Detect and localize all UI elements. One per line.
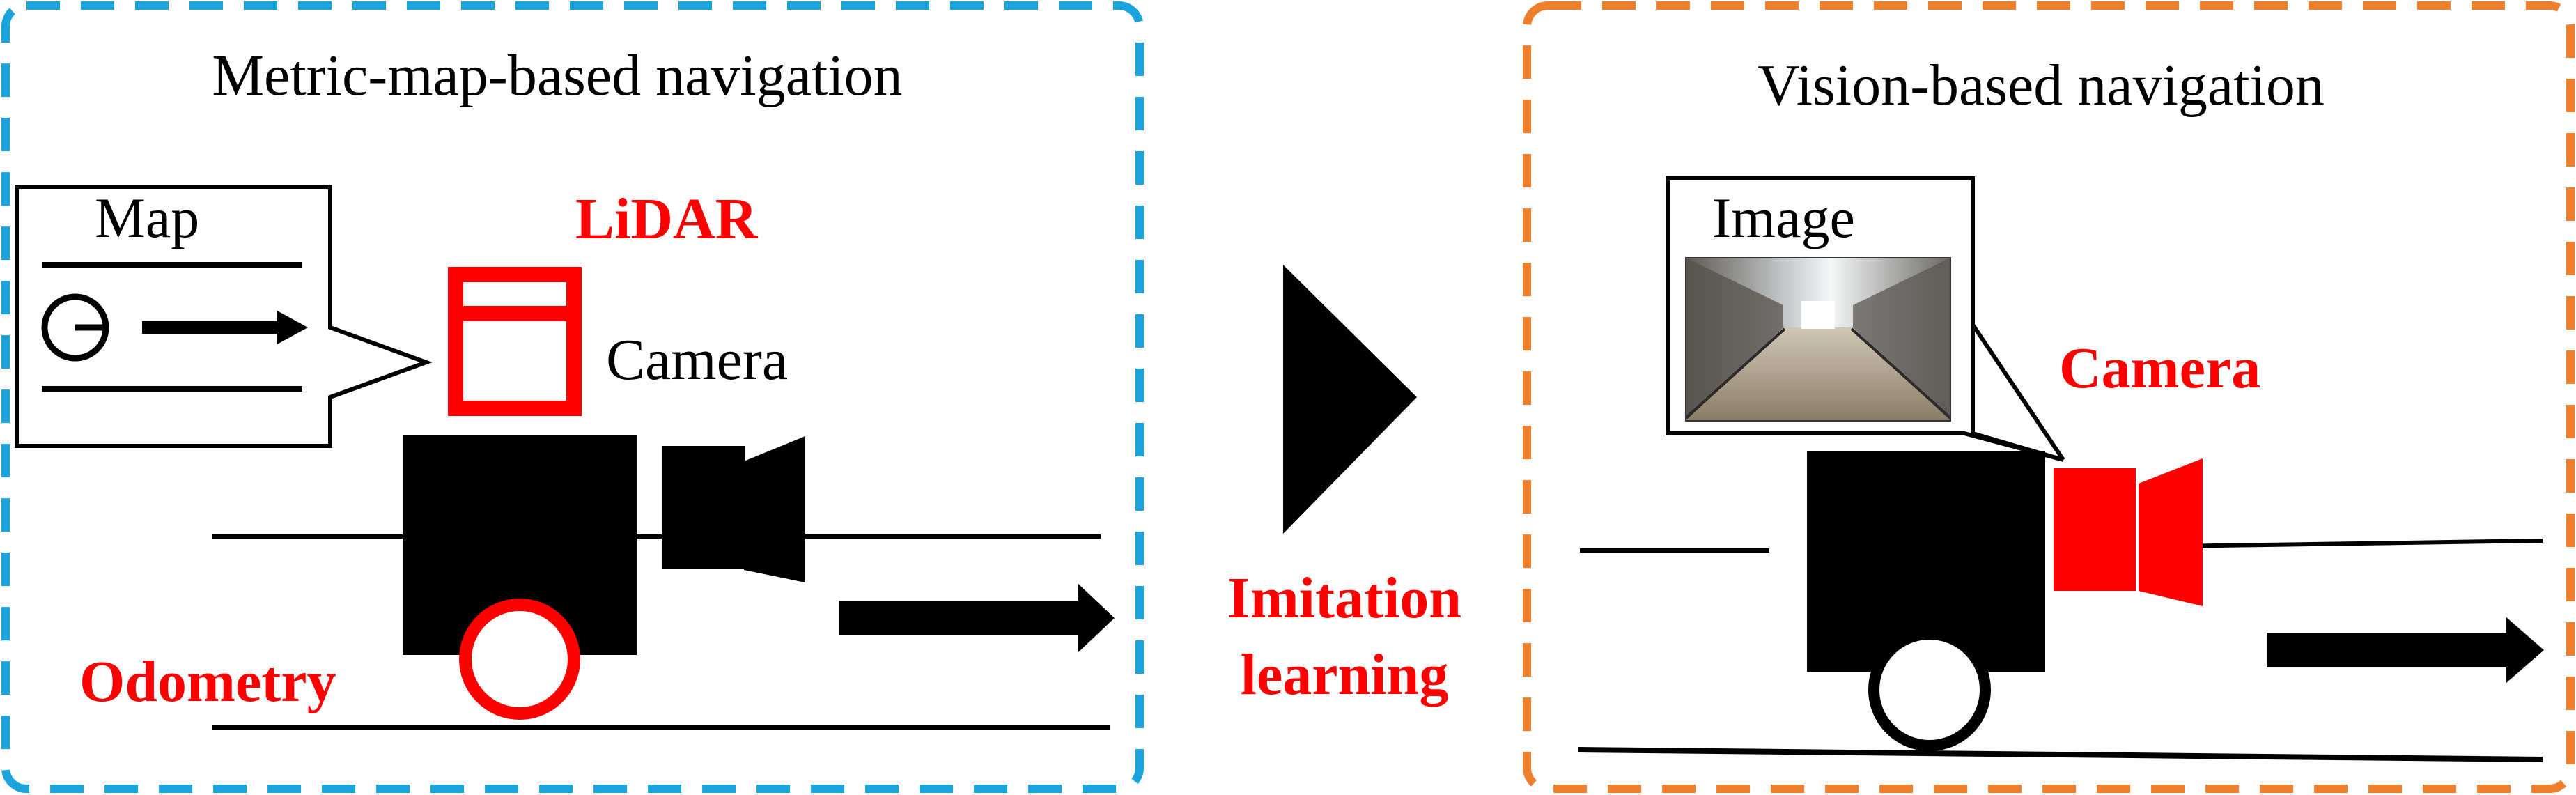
left-camera-icon xyxy=(662,436,805,582)
right-lower-line xyxy=(1578,747,2543,762)
transition-arrow-head xyxy=(1283,265,1417,534)
learning-label: learning xyxy=(1241,642,1449,707)
map-path-arrow xyxy=(142,311,308,344)
left-panel-title: Metric-map-based navigation xyxy=(212,43,902,108)
right-direction-arrow xyxy=(2267,617,2544,683)
right-camera-icon xyxy=(2054,458,2203,606)
lidar-icon xyxy=(448,267,582,416)
lidar-label: LiDAR xyxy=(575,187,759,252)
right-camera-label: Camera xyxy=(2059,336,2260,401)
left-panel: Metric-map-based navigation Map LiDAR Ca… xyxy=(1,1,1144,793)
map-label: Map xyxy=(95,186,199,249)
image-callout: Image xyxy=(1666,176,2065,462)
image-label: Image xyxy=(1712,186,1855,249)
map-robot-icon xyxy=(41,293,109,362)
odometry-wheel xyxy=(459,599,580,720)
right-panel-border xyxy=(1523,1,2575,793)
odometry-label: Odometry xyxy=(79,649,336,714)
map-callout-bubble xyxy=(15,185,433,448)
corridor-image xyxy=(1684,257,1952,422)
right-panel: Vision-based navigation Image Camera xyxy=(1523,1,2575,793)
right-wheel xyxy=(1868,628,1991,751)
imitation-label: Imitation xyxy=(1227,566,1461,631)
map-callout: Map xyxy=(15,185,433,448)
left-camera-label: Camera xyxy=(606,327,788,392)
center-transition: Imitation learning xyxy=(1227,265,1461,707)
left-direction-arrow xyxy=(839,584,1115,652)
right-upper-line-right xyxy=(2173,539,2543,548)
right-panel-title: Vision-based navigation xyxy=(1758,53,2325,118)
left-panel-border xyxy=(1,1,1144,793)
